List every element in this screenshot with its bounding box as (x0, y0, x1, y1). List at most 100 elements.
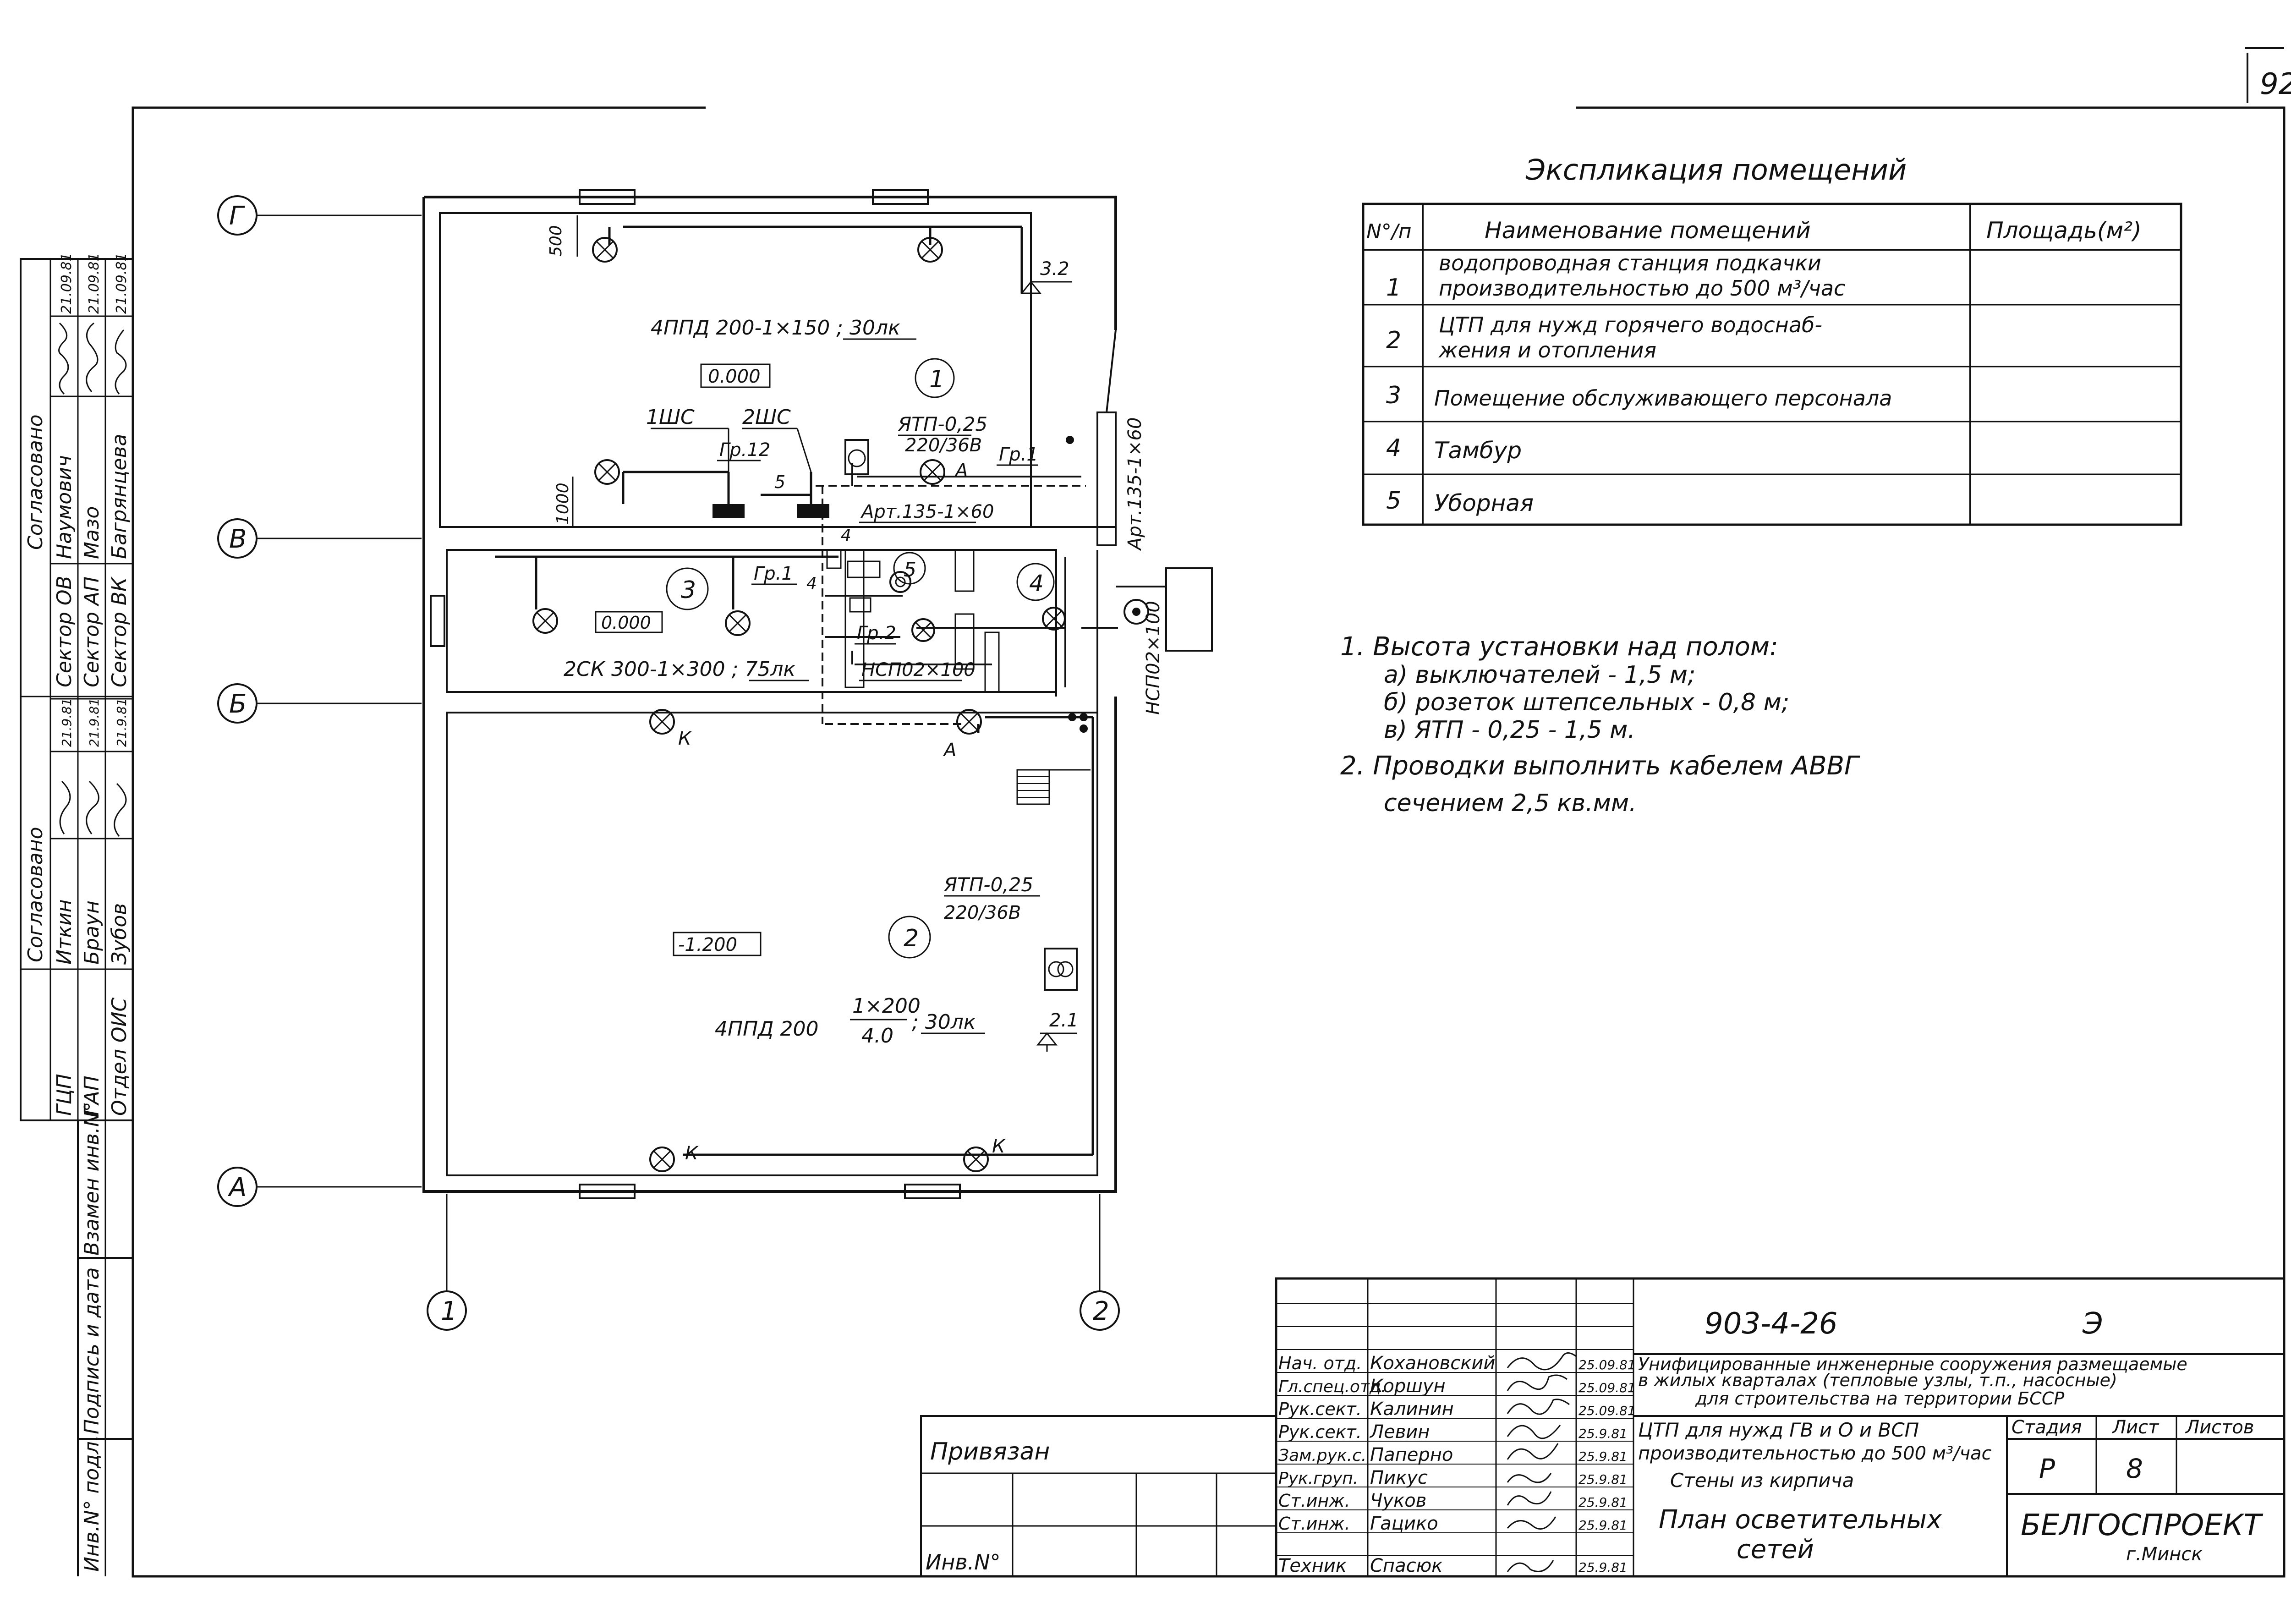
dimension-1000: 1000 (554, 477, 574, 527)
staff-role-7: Ст.инж. (1278, 1491, 1350, 1511)
svg-text:3.2: 3.2 (1040, 258, 1069, 280)
staff-name-4: Левин (1369, 1421, 1430, 1443)
label-wire-4b: 4 (806, 574, 817, 593)
label-wire-5: 5 (774, 472, 785, 492)
switch-dot-3 (1080, 724, 1088, 733)
note-1: 1. Высота установки над полом: (1340, 632, 1778, 662)
label-atp-bottom-v: 220/36В (944, 902, 1021, 923)
room2-lighting-frac-bot: 4.0 (861, 1024, 893, 1048)
agreed-name-vk: Багрянцева (108, 434, 131, 559)
object-title-l3: Стены из кирпича (1670, 1469, 1854, 1492)
svg-text:А: А (228, 1173, 247, 1202)
notes: 1. Высота установки над полом: а) выключ… (1340, 632, 1860, 817)
floor-plan: Г В Б А 1 2 (217, 189, 1213, 1331)
agreed-name-ap: Мазо (80, 506, 104, 559)
wiring-room-3 (495, 555, 1118, 687)
room1-lighting-label: 4ППД 200-1×150 ; 30лк (651, 316, 900, 340)
label-gr2: Гр.2 (857, 623, 896, 644)
lamp-toilet (911, 618, 935, 642)
agreed-date-ov: 21.09.81 (59, 252, 75, 314)
agreed-title-2: Согласовано (24, 827, 47, 962)
agreed-name-itkin: Иткин (53, 900, 76, 965)
signature-staff-7 (1507, 1491, 1552, 1506)
signature-bagryantseva (115, 329, 127, 395)
switch-dot-2 (1080, 713, 1088, 721)
label-gr12: Гр.12 (719, 439, 770, 461)
header-num: N°/п (1366, 220, 1412, 243)
label-2shc: 2ШС (742, 406, 791, 429)
staff-name-6: Пикус (1370, 1467, 1428, 1488)
signature-staff-3 (1507, 1399, 1570, 1415)
svg-text:1: 1 (441, 1296, 457, 1326)
staff-role-5: Зам.рук.с. (1278, 1446, 1366, 1465)
row-4-name: Тамбур (1434, 437, 1522, 464)
lamp-room2-a (649, 709, 675, 735)
staff-role-1: Нач. отд. (1278, 1353, 1362, 1373)
staff-date-8: 25.9.81 (1578, 1518, 1628, 1533)
agreed-ois: Отдел ОИС (108, 998, 131, 1116)
lamp-room2-c (649, 1147, 675, 1172)
label-nspo: НСП02×100 (861, 659, 976, 680)
staff-role-8: Ст.инж. (1278, 1514, 1350, 1534)
lamp-room2-d (963, 1147, 989, 1172)
agreed-sector-ov: Сектор ОВ (53, 576, 76, 687)
staff-role-6: Рук.груп. (1278, 1469, 1358, 1488)
axis-v: В (217, 518, 422, 559)
signature-staff-6 (1507, 1473, 1552, 1483)
panel-k-small (826, 549, 842, 569)
agreed-date-zubov: 21.9.81 (114, 698, 129, 747)
label-letter-a-top: А (954, 460, 968, 481)
staff-name-7: Чуков (1370, 1490, 1426, 1511)
level-mark-room2: -1.200 (673, 932, 762, 956)
staff-date-6: 25.9.81 (1578, 1472, 1628, 1487)
axis-1: 1 (427, 1194, 467, 1331)
staff-role-4: Рук.сект. (1278, 1422, 1362, 1442)
staff-role-9: Техник (1278, 1555, 1347, 1576)
svg-text:2.1: 2.1 (1049, 1010, 1079, 1031)
row-3-name: Помещение обслуживающего персонала (1434, 386, 1892, 411)
room-2-bubble: 2 (888, 916, 931, 959)
label-k-3: К (992, 1136, 1006, 1157)
inv-replace-label: Взамен инв.N° (80, 1102, 104, 1256)
staff-name-3: Калинин (1370, 1399, 1454, 1420)
svg-text:2: 2 (1093, 1296, 1109, 1326)
signature-zubov (114, 783, 127, 837)
transformer-atp-bottom (1044, 948, 1078, 991)
height-mark-32: 3.2 (1020, 258, 1072, 302)
lamp-vestibule (1042, 607, 1066, 631)
lamp-room3-b (725, 610, 751, 636)
sheet-title-l1: План осветительных (1659, 1505, 1942, 1535)
room2-lighting-lux: ; 30лк (912, 1010, 976, 1034)
header-area: Площадь(м²) (1986, 217, 2142, 244)
svg-text:1000: 1000 (554, 483, 572, 525)
staff-role-2: Гл.спец.отд. (1278, 1377, 1386, 1396)
lamp-room1-c (594, 459, 620, 485)
header-name: Наименование помещений (1485, 217, 1811, 244)
sheet-label: Лист (2111, 1417, 2159, 1438)
agreed-title-1: Согласовано (24, 414, 47, 550)
room2-lighting-frac-top: 1×200 (852, 994, 921, 1018)
signature-staff-9 (1507, 1560, 1554, 1572)
svg-text:В: В (229, 524, 247, 554)
inv-label: Инв.N° (926, 1550, 1001, 1575)
label-atp-top-v: 220/36В (905, 435, 982, 456)
label-gr1-top: Гр.1 (999, 444, 1038, 465)
sheet-title-l2: сетей (1737, 1535, 1814, 1564)
svg-text:0.000: 0.000 (601, 613, 651, 633)
row-1-name-l2: производительностью до 500 м³/час (1439, 276, 1845, 301)
staff-date-2: 25.09.81 (1578, 1380, 1636, 1395)
sheet-frame: 92 (132, 47, 2291, 1578)
doc-mark: Э (2082, 1307, 2103, 1341)
transformer-atp-top (844, 439, 869, 475)
note-1a: а) выключателей - 1,5 м; (1384, 661, 1696, 689)
doc-code: 903-4-26 (1705, 1307, 1838, 1341)
sheets-label: Листов (2185, 1417, 2254, 1438)
switch-dot-4 (1066, 436, 1074, 444)
privyazan-label: Привязан (930, 1438, 1050, 1465)
stage-value: Р (2039, 1453, 2055, 1484)
label-letter-a-bottom: А (943, 740, 956, 761)
org-name: БЕЛГОСПРОЕКТ (2021, 1509, 2264, 1542)
explication-title: Экспликация помещений (1525, 153, 1907, 187)
signature-itkin (59, 780, 71, 834)
